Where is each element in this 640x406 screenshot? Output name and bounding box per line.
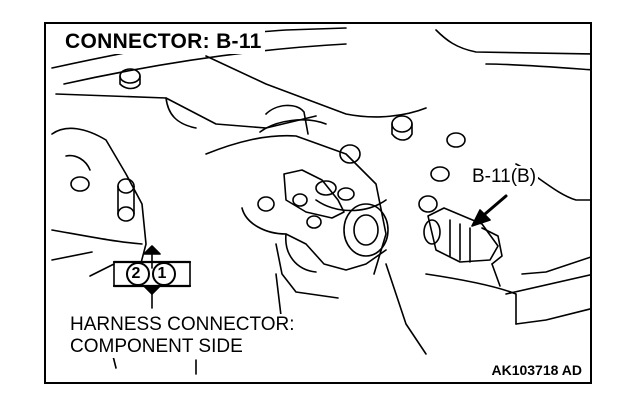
harness-connector-label: HARNESS CONNECTOR: COMPONENT SIDE <box>68 314 297 358</box>
harness-label-line2: COMPONENT SIDE <box>70 336 243 357</box>
pin-number-1: 1 <box>157 265 167 282</box>
diagram-title: CONNECTOR: B-11 <box>62 30 265 54</box>
connector-callout-label: B-11(B) <box>470 166 539 188</box>
figure-code: AK103718 AD <box>489 362 584 378</box>
engine-illustration <box>51 27 590 375</box>
pin-number-2: 2 <box>131 265 141 282</box>
diagram-frame: CONNECTOR: B-11 B-11(B) 2 1 HARNESS CONN… <box>44 22 592 384</box>
harness-label-line1: HARNESS CONNECTOR: <box>70 314 295 335</box>
